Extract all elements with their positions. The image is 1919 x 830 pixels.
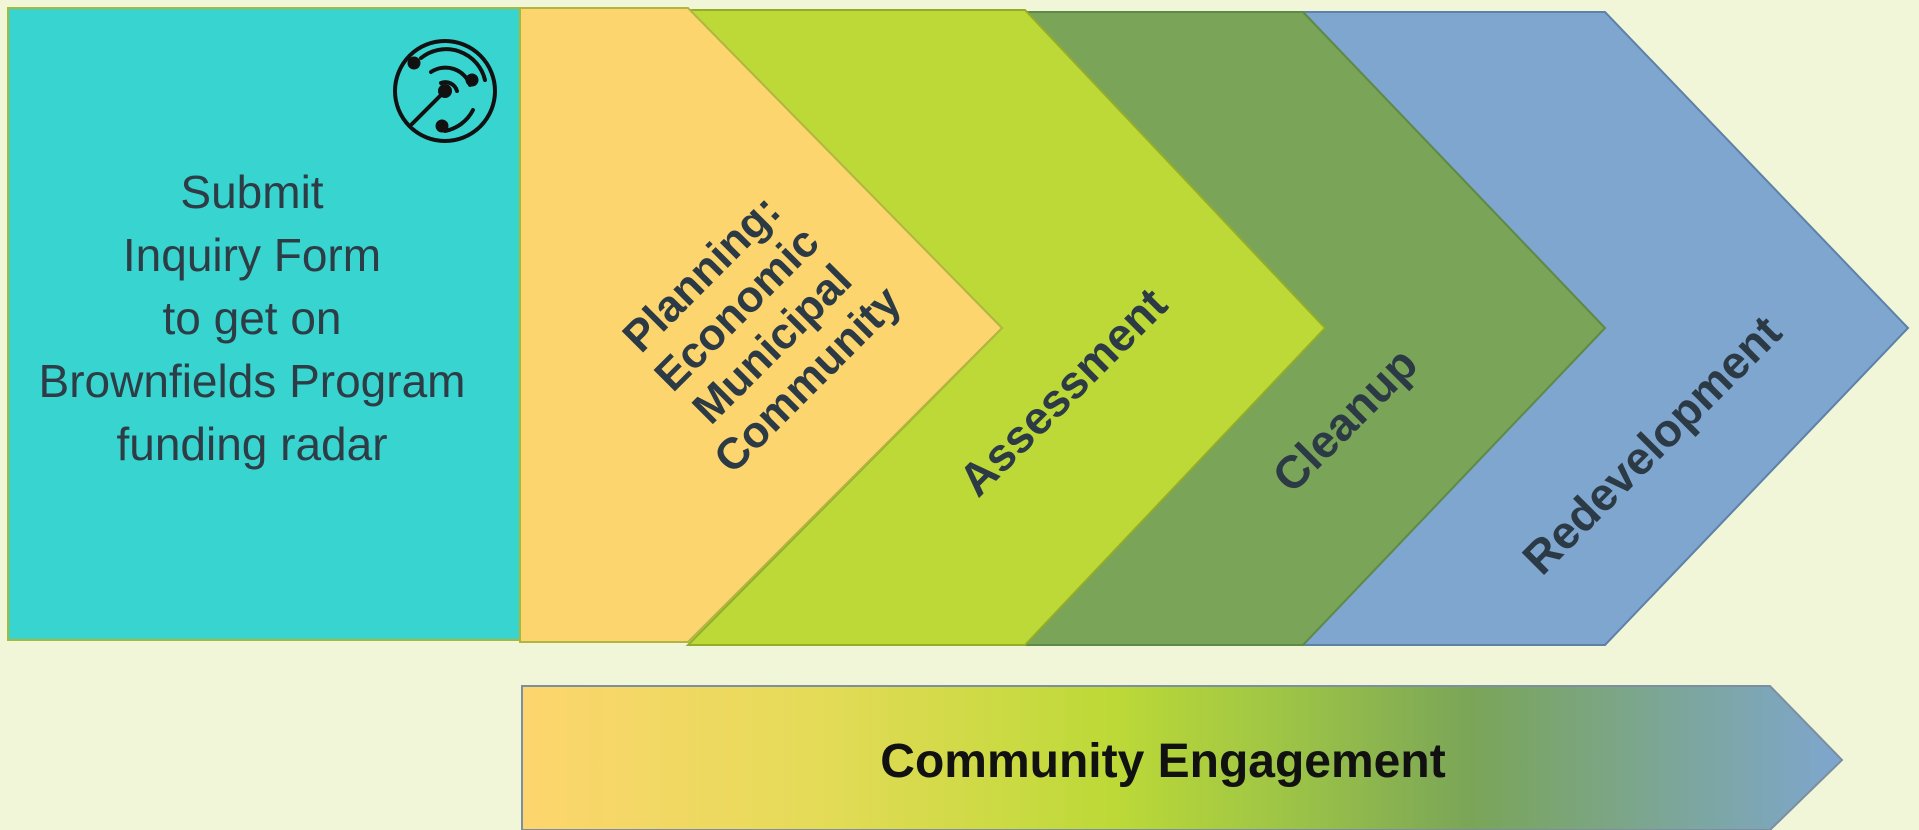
inquiry-box [7,7,521,641]
inquiry-text-block: Submit Inquiry Form to get on Brownfield… [39,166,466,470]
inquiry-line: funding radar [116,418,387,470]
engagement-label: Community Engagement [880,735,1445,788]
inquiry-line: Submit [180,166,323,218]
inquiry-line: Brownfields Program [39,355,466,407]
engagement-arrow [521,685,1844,830]
inquiry-line: to get on [162,292,341,344]
radar-icon [393,39,497,143]
inquiry-line: Inquiry Form [123,229,381,281]
